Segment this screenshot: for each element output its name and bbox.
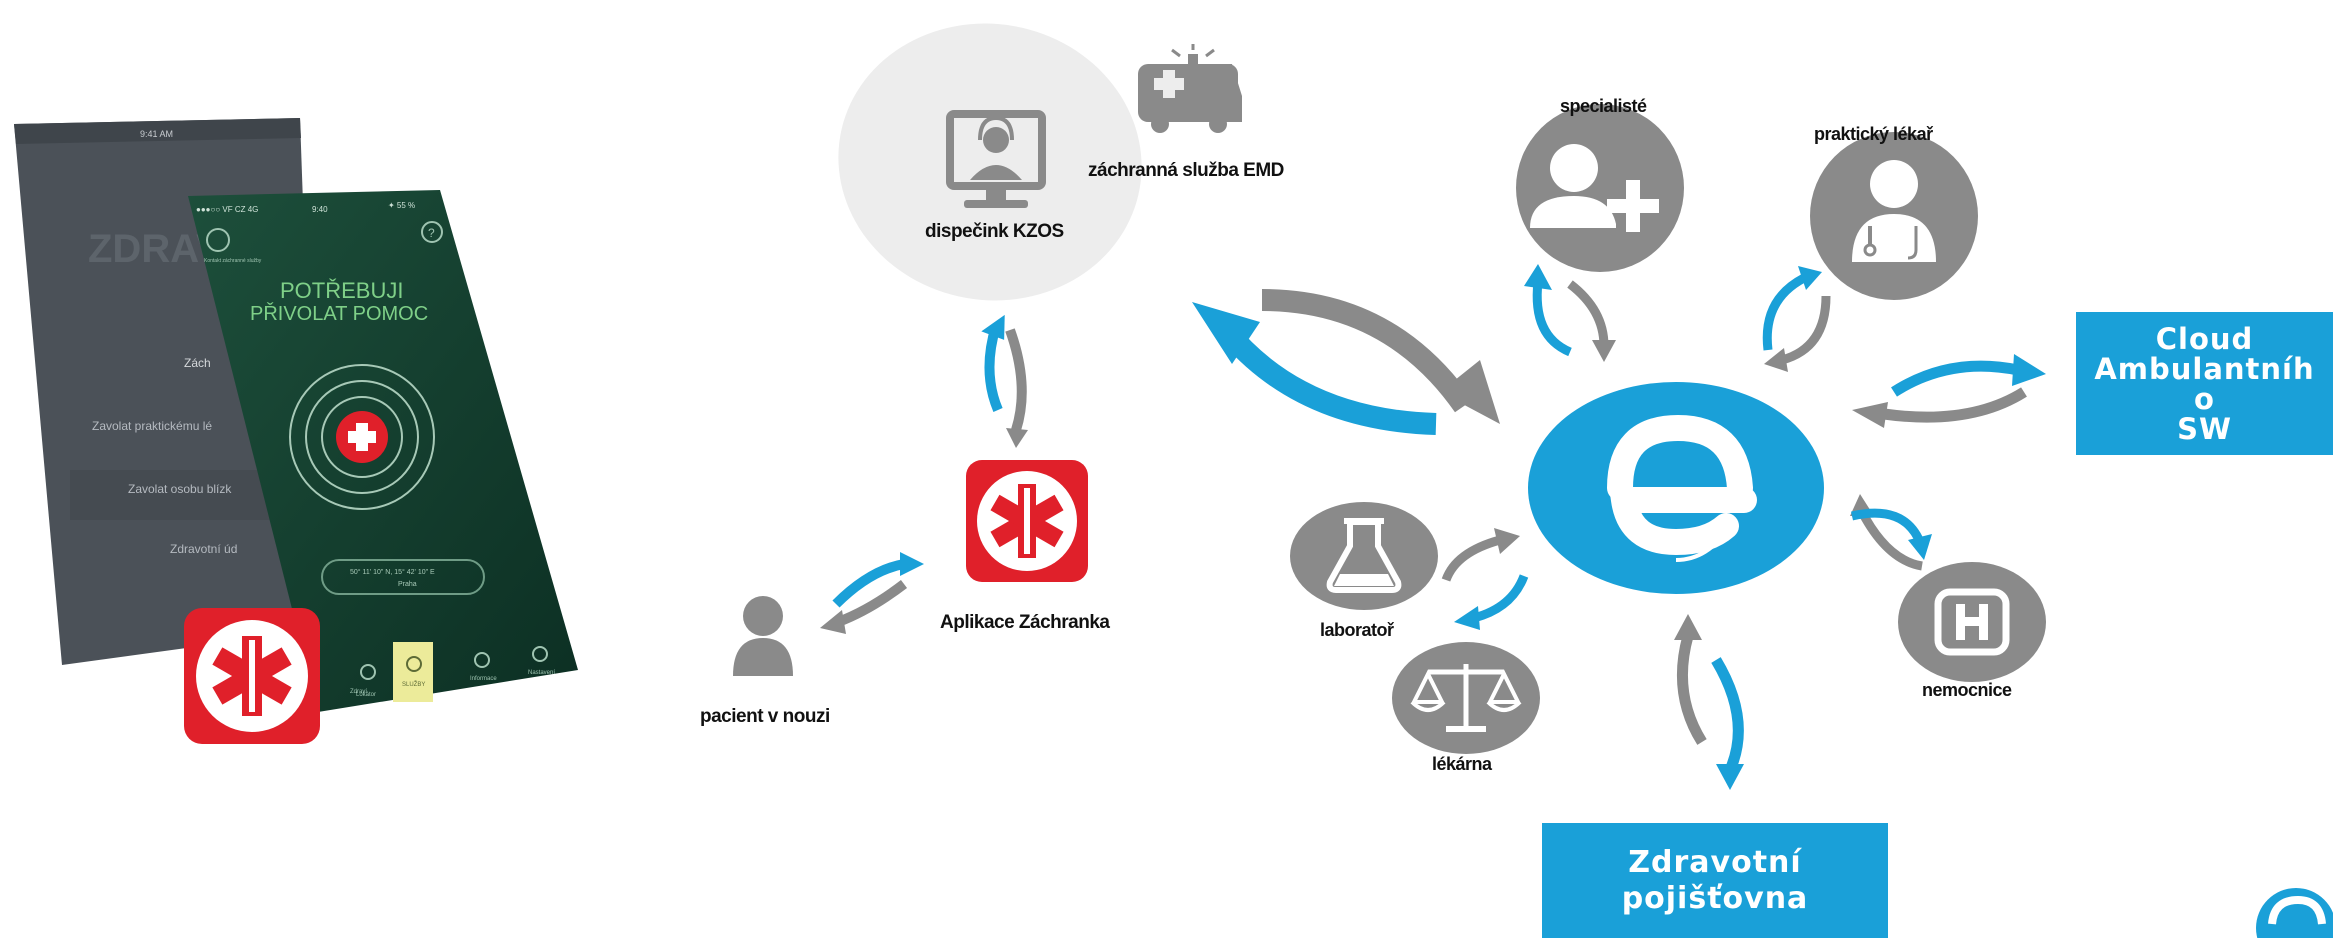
phone-back-menu-item-2: Zavolat praktickému lé [92,419,212,433]
zdravotni-pojistovna-box: Zdravotní pojišťovna [1542,823,1888,938]
app-icon-large[interactable] [184,608,320,744]
phone-front-tab-active [393,642,433,702]
insurance-box-line-1: Zdravotní [1628,844,1802,880]
specialists-icon [1516,104,1684,272]
phone-mockup-front: ●●●○○ VF CZ 4G 9:40 ✦ 55 % Kontakt záchr… [188,190,578,712]
phone-front-side-label: Kontakt záchranné služby [204,258,262,264]
phone-back-menu-item-1: Zách [184,356,211,370]
label-lekarna: lékárna [1432,754,1492,774]
arrows-cloud-hub [1192,289,1500,435]
phone-front-tab-5: Nastavení [528,670,555,676]
label-specialiste: specialisté [1560,96,1647,116]
phone-front-sos-target[interactable] [289,364,435,510]
label-dispecink: dispečink KZOS [925,221,1064,242]
phone-back-menu-item-4: Zdravotní úd [170,542,237,556]
ambulance-icon [1138,44,1242,133]
label-pacient-v-nouzi: pacient v nouzi [700,706,830,727]
cloud-ambulantniho-sw-box: Cloud Ambulantníh o SW [2076,312,2333,455]
phone-back-status-time: 9:41 AM [140,129,173,139]
phone-front-gps-pill [321,559,485,595]
phone-front-contact-icon [206,228,230,252]
phone-front-gps-place: Praha [398,581,417,588]
phone-front-tab-3: SLUŽBY [402,680,425,688]
label-prakticky-lekar: praktický lékař [1814,124,1933,144]
phone-front-tab-4: Informace [470,676,497,682]
label-zachranna-sluzba: záchranná služba EMD [1088,160,1284,181]
phone-back-menu-item-3: Zavolat osobu blízk [128,482,232,496]
arrows-cloudsw-hub [1852,354,2046,428]
arrows-cloud-app [981,314,1028,448]
phone-front-status-time: 9:40 [312,205,328,214]
label-nemocnice: nemocnice [1922,680,2012,700]
dispatch-monitor-icon [946,110,1046,208]
cloud-box-line-1: Cloud [2155,321,2254,356]
phone-front-help-icon [421,221,443,243]
label-aplikace-zachranka: Aplikace Záchranka [940,612,1110,633]
pharmacy-icon [1392,642,1540,754]
phone-front-status-left: ●●●○○ VF CZ 4G [196,205,258,214]
hospital-icon [1898,562,2046,682]
label-laborator: laboratoř [1320,620,1394,640]
arrows-insurance-hub [1674,614,1744,790]
general-practitioner-icon [1810,132,1978,300]
phone-front-gps-coords: 50° 11' 10" N, 15° 42' 10" E [350,568,435,576]
cloud-box-line-4: SW [2177,411,2232,446]
cloud-box-line-3: o [2194,381,2215,416]
corner-logo [2256,888,2333,943]
phone-front-tab-2: Lokátor [356,692,376,698]
phone-front-headline-2: PŘIVOLAT POMOC [250,302,428,325]
hub-logo [1528,382,1824,594]
svg-text:?: ? [428,226,435,240]
arrows-gp-hub [1762,266,1831,372]
arrows-lab-hub [1441,528,1529,630]
phone-front-tab-1: Zdraví [350,689,367,695]
insurance-box-line-2: pojišťovna [1621,880,1809,916]
arrows-specialists-hub [1524,264,1616,362]
phone-front-status-right: ✦ 55 % [388,201,415,210]
patient-icon [733,596,793,676]
arrows-patient-app [820,552,924,634]
arrows-hospital-hub [1850,494,1932,571]
laboratory-icon [1290,502,1438,610]
app-icon-small[interactable] [966,460,1088,582]
phone-front-headline-1: POTŘEBUJI [280,278,403,303]
cloud-box-line-2: Ambulantníh [2094,351,2315,386]
